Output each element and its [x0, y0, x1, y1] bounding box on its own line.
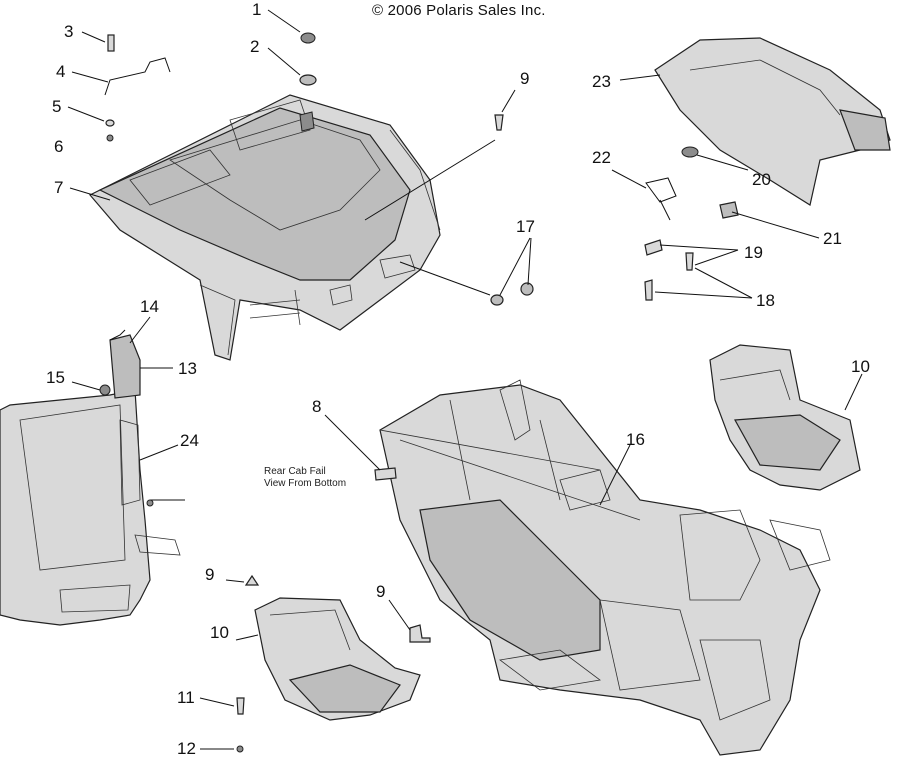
callout-23: 23 [592, 72, 611, 91]
callout-9-top: 9 [520, 69, 529, 88]
callout-18: 18 [756, 291, 775, 310]
small-hardware-drawing [146, 282, 534, 753]
callout-17: 17 [516, 217, 535, 236]
callout-10-left: 10 [210, 623, 229, 642]
left-footwell-drawing [254, 597, 421, 721]
hardware-top-drawing [104, 32, 504, 142]
callout-3: 3 [64, 22, 73, 41]
rear-fender-drawing [89, 94, 441, 361]
right-footwell-drawing [709, 344, 861, 491]
view-note: Rear Cab Fail View From Bottom [264, 466, 346, 490]
callout-6: 6 [54, 137, 63, 156]
callout-1: 1 [252, 0, 261, 19]
callout-labels: 1 2 3 4 5 6 7 8 9 9 9 10 10 11 12 13 14 … [46, 0, 870, 758]
callout-12: 12 [177, 739, 196, 758]
callout-7: 7 [54, 178, 63, 197]
callout-10-right: 10 [851, 357, 870, 376]
callout-22: 22 [592, 148, 611, 167]
seat-drawing [644, 37, 891, 301]
view-note-line-2: View From Bottom [264, 478, 347, 489]
callout-24: 24 [180, 431, 199, 450]
callout-15: 15 [46, 368, 65, 387]
leader-lines [67, 9, 863, 750]
callout-9-right: 9 [376, 582, 385, 601]
callout-11: 11 [177, 688, 195, 707]
copyright-text: © 2006 Polaris Sales Inc. [372, 2, 546, 19]
view-note-line-1: Rear Cab Fail [264, 466, 326, 477]
callout-8: 8 [312, 397, 321, 416]
callout-21: 21 [823, 229, 842, 248]
callout-13: 13 [178, 359, 197, 378]
callout-19: 19 [744, 243, 763, 262]
callout-14: 14 [140, 297, 159, 316]
callout-16: 16 [626, 430, 645, 449]
frame-drawing [379, 379, 831, 756]
callout-9-left: 9 [205, 565, 214, 584]
callout-5: 5 [52, 97, 61, 116]
callout-4: 4 [56, 62, 65, 81]
callout-20: 20 [752, 170, 771, 189]
front-cab-drawing [0, 329, 185, 626]
callout-2: 2 [250, 37, 259, 56]
